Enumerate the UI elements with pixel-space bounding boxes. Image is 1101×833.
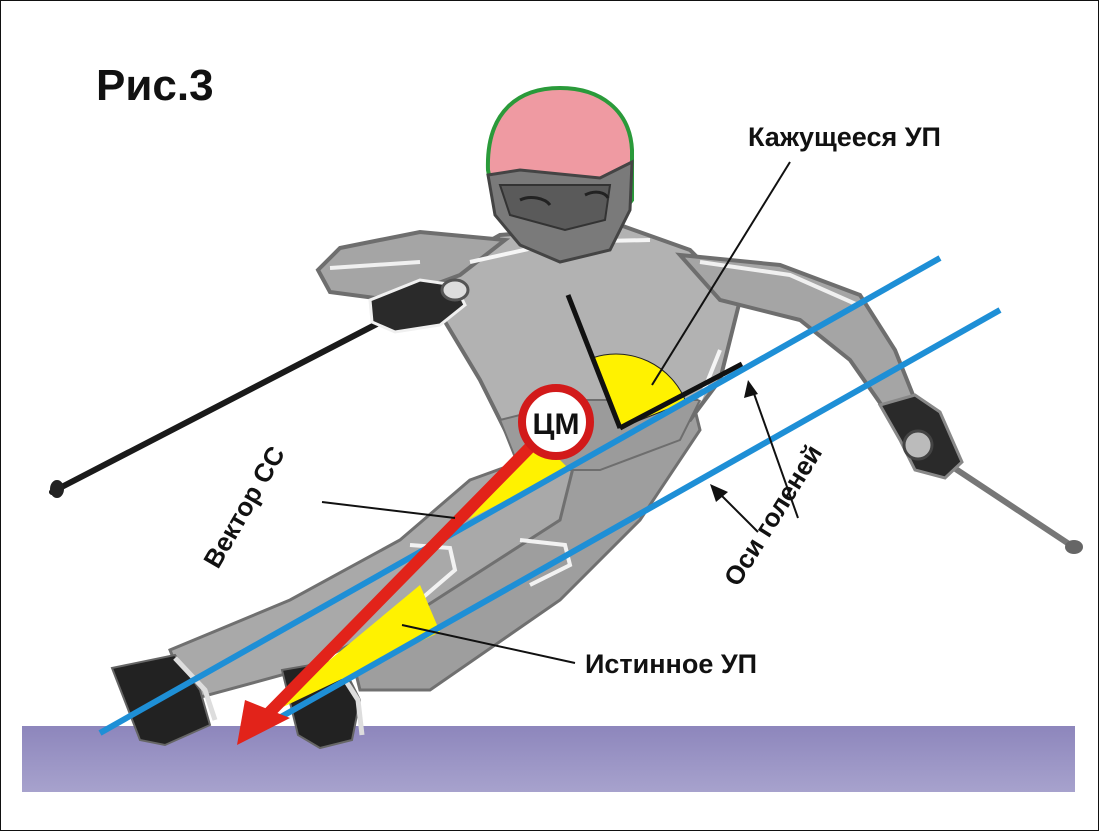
apparent-angle-line-base (618, 361, 744, 431)
glove-left-icon (368, 278, 470, 334)
vector-label: Вектор СС (197, 441, 291, 573)
apparent-angle-leader (651, 161, 791, 386)
true-angle-leader (401, 624, 576, 664)
shin-axes-leader-front (751, 387, 799, 519)
resultant-vector-arrow (237, 426, 551, 745)
center-of-mass-marker: ЦМ (518, 384, 594, 460)
snow-ground (22, 726, 1075, 792)
apparent-angle-label: Кажущееся УП (748, 122, 941, 152)
figure-title: Рис.3 (96, 61, 214, 110)
shin-axis-front (98, 255, 942, 736)
glove-right-icon (877, 393, 964, 480)
shin-axes-leader-back-arrowhead (710, 484, 728, 502)
shin-axis-back (270, 307, 1002, 725)
ski-pole-left-icon (49, 309, 403, 498)
cm-label: ЦМ (533, 408, 580, 441)
small-angle-wedge (468, 440, 568, 520)
true-angle-label: Истинное УП (585, 649, 757, 679)
helmet-icon (485, 85, 634, 264)
apparent-angle-line-vertical (565, 294, 623, 429)
shin-axes-leader-front-arrowhead (744, 380, 758, 398)
shin-axes-leader-back (717, 491, 759, 533)
vector-leader (321, 501, 456, 519)
